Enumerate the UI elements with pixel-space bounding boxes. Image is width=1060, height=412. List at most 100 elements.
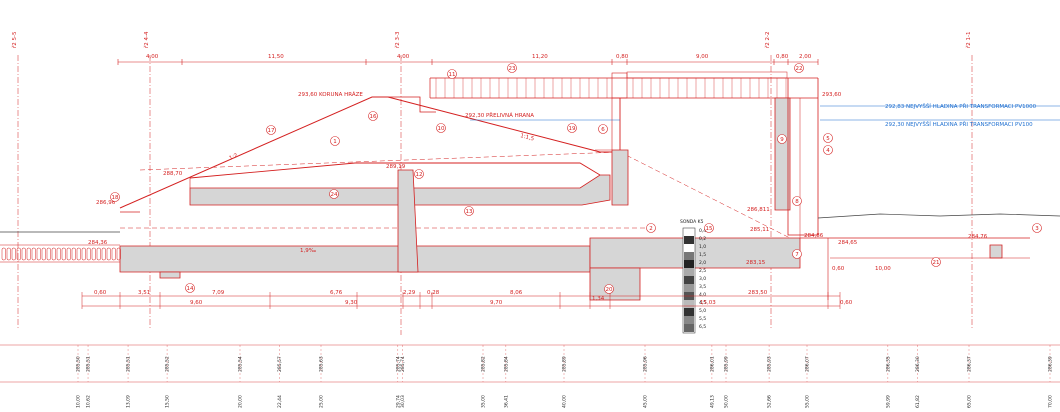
station-chainage: 36,41 <box>503 395 509 408</box>
station-elevation: 285,63 <box>319 356 325 372</box>
station-elevation: 285,57 <box>277 356 283 372</box>
bottom-dim-b1: 9,60 <box>190 300 203 306</box>
station-elevation: 285,89 <box>562 356 568 372</box>
callout-circle <box>447 69 457 79</box>
bottom-dim-a7: 8,06 <box>510 290 523 296</box>
callout-number: 3 <box>1035 226 1039 232</box>
callout-circle <box>1032 223 1042 233</box>
bottom-dim-a4: 6,76 <box>330 290 343 296</box>
bore-depth-label: 3,0 <box>699 276 706 282</box>
station-chainage: 61,82 <box>915 395 921 408</box>
bore-log: SONDA K5 0,40,21,01,52,02,53,03,54,04,55… <box>680 219 706 334</box>
station-chainage: 65,00 <box>967 395 973 408</box>
station-elevation: 285,74 <box>400 356 406 372</box>
callout-number: 19 <box>569 126 576 132</box>
elev-e9: 284,65 <box>838 240 858 246</box>
callout-number: 13 <box>466 209 473 215</box>
callout-number: 2 <box>649 226 653 232</box>
axis-label-3: ř2 3-3 <box>394 31 401 48</box>
top-dim-8: 2,00 <box>799 54 812 60</box>
callout-circle <box>792 249 802 259</box>
top-dim-1: 4,00 <box>146 54 159 60</box>
callout-number: 22 <box>796 66 803 72</box>
spillway-label: 292,30 PŘELIVNÁ HRANA <box>465 111 534 119</box>
bore-depth-label: 4,0 <box>699 292 706 298</box>
station-chainage: 10,62 <box>86 395 92 408</box>
crest-label: 293,60 KORUNA HRÁZE <box>298 91 363 98</box>
callout-circle <box>329 189 339 199</box>
callout-circle <box>823 145 833 155</box>
callout-circle <box>567 123 577 133</box>
top-dim-7: 0,80 <box>776 54 789 60</box>
station-chainage: 70,00 <box>1048 395 1054 408</box>
station-elevation: 286,37 <box>967 356 973 372</box>
station-chainage: 10,00 <box>76 395 82 408</box>
axis-label-2: ř2 2-2 <box>764 32 771 49</box>
elev-e11: 283,50 <box>748 290 768 296</box>
callout-number: 6 <box>601 127 605 133</box>
station-elevation: 285,52 <box>165 356 171 372</box>
bore-depth-label: 3,5 <box>699 284 706 290</box>
callout-circle <box>507 63 517 73</box>
callout-number: 16 <box>370 114 377 120</box>
callout-circle <box>604 284 614 294</box>
station-chainage: 40,00 <box>562 395 568 408</box>
bottom-dim-a8: 1,34 <box>592 296 605 302</box>
bore-depth-label: 2,5 <box>699 268 706 274</box>
station-chainage: 55,00 <box>805 395 811 408</box>
sonda-label: SONDA K5 <box>680 219 704 225</box>
top-dim-4: 11,20 <box>532 54 548 60</box>
callout-circle <box>185 283 195 293</box>
bore-depth-label: 2,0 <box>699 260 706 266</box>
station-chainage: 45,00 <box>643 395 649 408</box>
bottom-dim-a2: 3,51 <box>138 290 150 296</box>
station-elevation: 285,96 <box>643 356 649 372</box>
callout-number: 1 <box>333 139 337 145</box>
callout-circle <box>368 111 378 121</box>
station-elevation: 285,74 <box>395 356 401 372</box>
top-dim-3: 4,00 <box>397 54 410 60</box>
callout-circle <box>794 63 804 73</box>
callout-number: 12 <box>416 172 423 178</box>
callout-circle <box>110 192 120 202</box>
station-chainage: 22,44 <box>277 395 283 408</box>
station-elevation: 285,51 <box>126 356 132 372</box>
station-elevation: 285,84 <box>503 356 509 372</box>
callout-circle <box>704 223 714 233</box>
callout-number: 5 <box>826 136 830 142</box>
bottom-dimension-chains: 0,60 3,51 7,09 6,76 2,29 0,28 8,06 1,34 … <box>81 266 891 309</box>
callout-number: 23 <box>509 66 516 72</box>
station-chainage: 13,09 <box>126 395 132 408</box>
bottom-dim-a5: 2,29 <box>403 290 416 296</box>
elev-e10: 283,15 <box>746 260 766 266</box>
water-level-100-label: 292,30 NEJVYŠŠÍ HLADINA PŘI TRANSFORMACI… <box>885 120 1033 128</box>
station-elevation: 286,01 <box>709 356 715 372</box>
station-chainage: 49,13 <box>709 395 715 408</box>
callout-number: 21 <box>933 260 940 266</box>
station-chainage: 52,66 <box>767 395 773 408</box>
elev-e7: 285,11 <box>750 227 769 233</box>
elevation-notes: 293,60 KORUNA HRÁZE 292,30 PŘELIVNÁ HRAN… <box>88 91 988 296</box>
callout-circle <box>436 123 446 133</box>
callout-number: 14 <box>187 286 194 292</box>
top-dim-6: 9,00 <box>696 54 709 60</box>
callout-circle <box>330 136 340 146</box>
callout-circle <box>464 206 474 216</box>
bore-depth-label: 4,5 <box>699 300 706 306</box>
elev-e5: 284,36 <box>88 240 108 246</box>
axis-label-4: ř2 4-4 <box>143 31 150 48</box>
terrain-line <box>0 213 1060 263</box>
callout-number: 17 <box>268 128 275 134</box>
bottom-dim-a6: 0,28 <box>427 290 440 296</box>
station-elevation: 286,39 <box>1048 356 1054 372</box>
water-levels: 292,83 NEJVYŠŠÍ HLADINA PŘI TRANSFORMACI… <box>470 102 1060 128</box>
station-chainage: 59,99 <box>885 395 891 408</box>
bore-depth-label: 5,5 <box>699 316 706 322</box>
top-dimension-chain: 4,00 11,50 4,00 11,20 0,80 9,00 0,80 2,0… <box>117 54 819 65</box>
station-table: 285,5010,00285,5110,62285,5113,09285,521… <box>0 344 1060 408</box>
elev-e2: 288,70 <box>163 171 183 177</box>
bottom-dim-b3: 9,70 <box>490 300 503 306</box>
axis-label-5: ř2 5-5 <box>11 31 18 48</box>
callout-number: 11 <box>449 72 456 78</box>
